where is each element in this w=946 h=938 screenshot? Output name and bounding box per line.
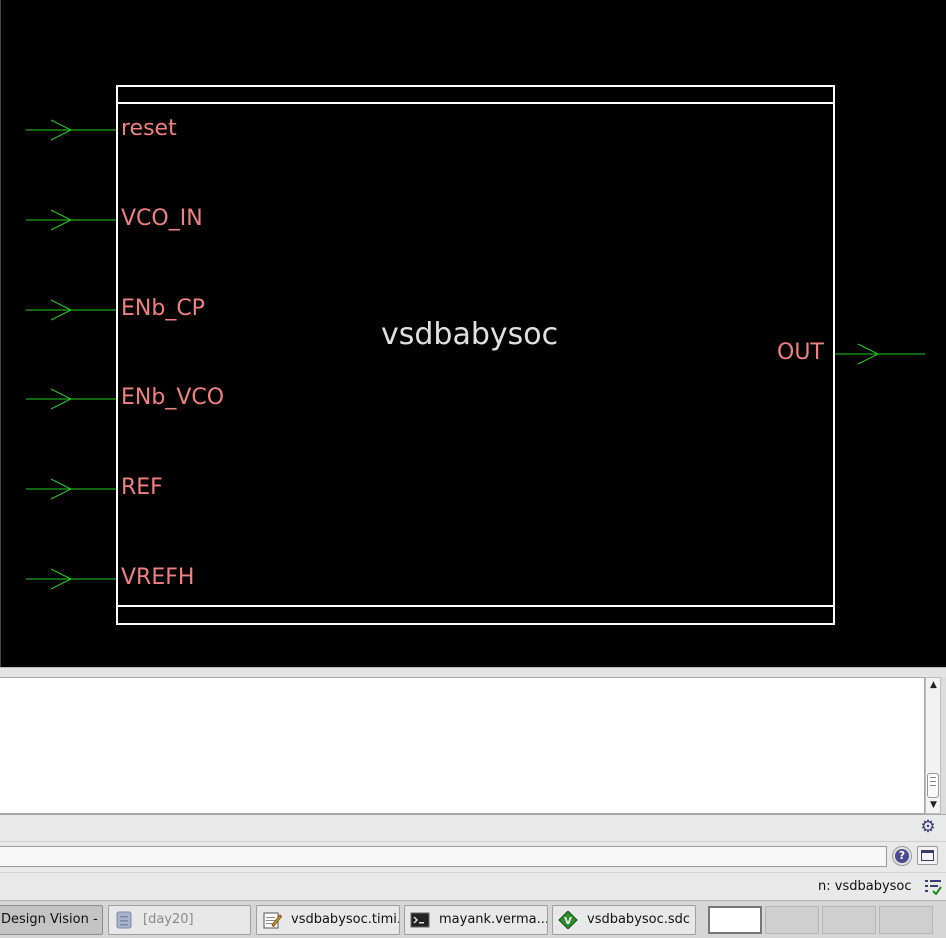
workspace-2[interactable] (765, 906, 819, 934)
status-bar (0, 872, 946, 900)
scroll-thumb[interactable] (927, 773, 939, 798)
svg-text:V: V (564, 916, 572, 927)
cell-outline[interactable] (116, 85, 835, 625)
input-pin-enb-vco[interactable]: ENb_VCO (121, 385, 225, 410)
input-arrow-reset (50, 119, 73, 141)
schematic-drawing (26, 85, 925, 625)
gear-icon[interactable]: ⚙ (920, 817, 936, 837)
list-check-icon[interactable] (924, 877, 942, 895)
input-arrow-enb-cp (50, 299, 73, 321)
input-arrow-vrefh (50, 568, 73, 590)
vim-icon: V (558, 911, 578, 929)
console-output[interactable] (0, 677, 925, 814)
output-arrow-out (857, 343, 880, 365)
file-manager-icon (116, 911, 132, 929)
input-arrow-vco-in (50, 209, 73, 231)
cell-name-label: vsdbabysoc (381, 317, 559, 352)
text-editor-icon (263, 912, 282, 929)
scroll-down-arrow-icon[interactable]: ▼ (930, 800, 937, 810)
pane-splitter[interactable] (0, 667, 946, 677)
input-pin-ref[interactable]: REF (121, 475, 163, 500)
input-pin-enb-cp[interactable]: ENb_CP (121, 296, 205, 321)
command-input[interactable] (0, 846, 887, 867)
workspace-3[interactable] (822, 906, 876, 934)
scroll-up-arrow-icon[interactable]: ▲ (930, 680, 937, 690)
taskbar-item-design-vision[interactable]: Design Vision - ... (0, 905, 103, 935)
taskbar-item-sdc-vim[interactable]: V vsdbabysoc.sdc ... (552, 905, 696, 935)
workspace-4[interactable] (879, 906, 933, 934)
help-icon[interactable]: ? (892, 846, 912, 866)
taskbar-item-day20[interactable]: [day20] (108, 905, 251, 935)
input-arrow-ref (50, 478, 73, 500)
input-arrow-enb-vco (50, 388, 73, 410)
output-pin-out[interactable]: OUT (777, 340, 824, 365)
window-icon[interactable] (917, 846, 938, 865)
terminal-icon (410, 912, 430, 928)
taskbar-item-timing-editor[interactable]: vsdbabysoc.timi... (256, 905, 400, 935)
input-pin-vco-in[interactable]: VCO_IN (121, 206, 203, 231)
input-pin-reset[interactable]: reset (121, 116, 177, 141)
console-toolbar (0, 814, 946, 842)
input-pin-vrefh[interactable]: VREFH (121, 565, 195, 590)
workspace-1[interactable] (708, 906, 762, 934)
console-scrollbar[interactable]: ▲ ▼ (925, 677, 941, 814)
status-text: n: vsdbabysoc (818, 879, 912, 894)
taskbar-item-terminal[interactable]: mayank.verma... (404, 905, 548, 935)
